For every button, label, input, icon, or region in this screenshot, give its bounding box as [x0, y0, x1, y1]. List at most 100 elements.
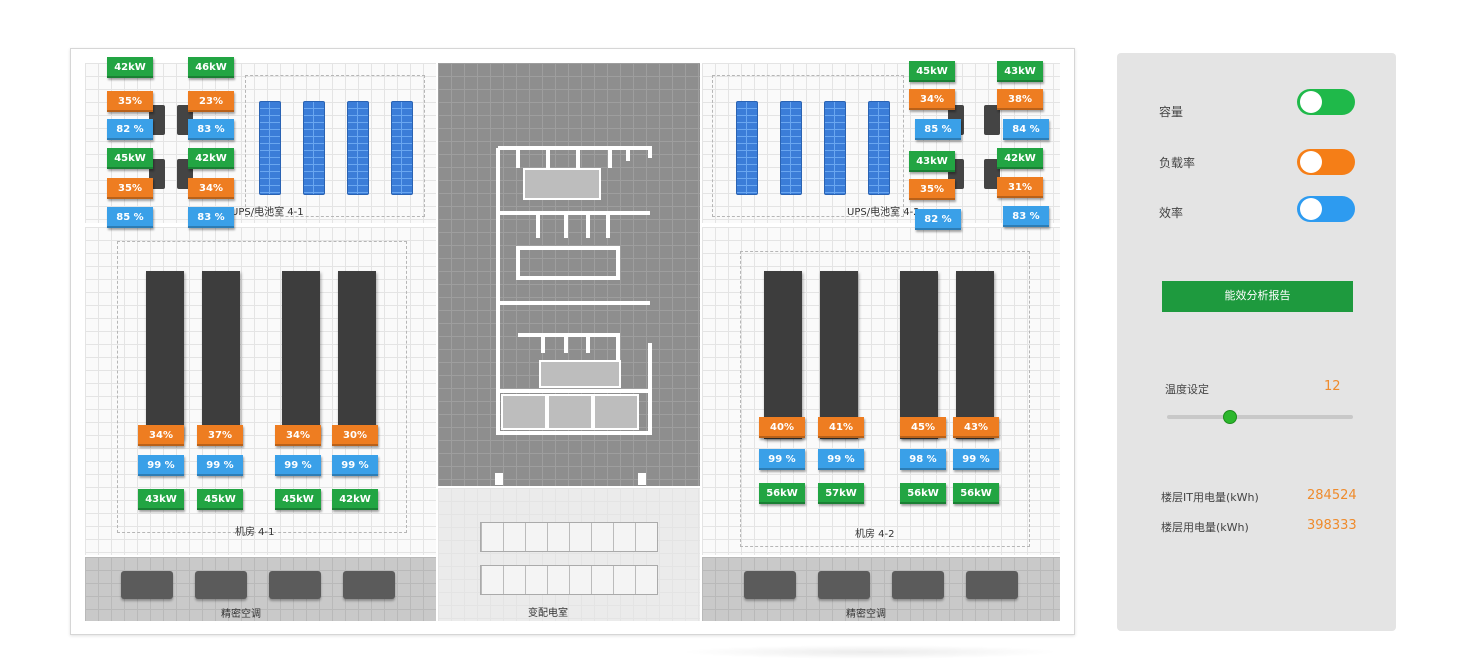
- rack-capacity-badge[interactable]: 56kW: [759, 483, 805, 504]
- energy-report-button[interactable]: 能效分析报告: [1162, 281, 1353, 312]
- data-room-right: 机房 4-2: [702, 227, 1060, 555]
- rack-efficiency-badge[interactable]: 99 %: [197, 455, 243, 476]
- crac-unit[interactable]: [195, 571, 247, 599]
- ups-efficiency-badge[interactable]: 83 %: [188, 207, 234, 228]
- ups-capacity-badge[interactable]: 46kW: [188, 57, 234, 78]
- ups-capacity-badge[interactable]: 42kW: [188, 148, 234, 169]
- rack-efficiency-badge[interactable]: 99 %: [332, 455, 378, 476]
- rack-capacity-badge[interactable]: 57kW: [818, 483, 864, 504]
- ups-efficiency-badge[interactable]: 82 %: [915, 209, 961, 230]
- rack-load-badge[interactable]: 45%: [900, 417, 946, 438]
- battery-rack[interactable]: [824, 101, 846, 195]
- ups-load-badge[interactable]: 35%: [107, 178, 153, 199]
- rack-efficiency-badge[interactable]: 99 %: [953, 449, 999, 470]
- crac-unit[interactable]: [269, 571, 321, 599]
- server-rack[interactable]: [764, 271, 802, 439]
- crac-unit[interactable]: [818, 571, 870, 599]
- rack-load-badge[interactable]: 37%: [197, 425, 243, 446]
- ups-capacity-badge[interactable]: 43kW: [909, 151, 955, 172]
- load-rate-toggle-label: 负载率: [1159, 156, 1196, 170]
- slider-thumb[interactable]: [1223, 410, 1237, 424]
- ups-load-badge[interactable]: 38%: [997, 89, 1043, 110]
- substation-label: 变配电室: [528, 608, 568, 619]
- rack-capacity-badge[interactable]: 45kW: [275, 489, 321, 510]
- crac-unit[interactable]: [343, 571, 395, 599]
- ups-right-boundary: [712, 75, 904, 217]
- server-rack[interactable]: [282, 271, 320, 439]
- server-rack[interactable]: [146, 271, 184, 439]
- rack-capacity-badge[interactable]: 45kW: [197, 489, 243, 510]
- efficiency-toggle[interactable]: [1297, 196, 1355, 222]
- toggle-knob: [1300, 91, 1322, 113]
- load-rate-toggle[interactable]: [1297, 149, 1355, 175]
- rack-efficiency-badge[interactable]: 98 %: [900, 449, 946, 470]
- battery-rack[interactable]: [391, 101, 413, 195]
- crac-unit[interactable]: [121, 571, 173, 599]
- rack-capacity-badge[interactable]: 56kW: [900, 483, 946, 504]
- room-right-boundary: [740, 251, 1030, 547]
- ups-capacity-badge[interactable]: 45kW: [909, 61, 955, 82]
- switchgear-row[interactable]: [480, 565, 658, 595]
- server-rack[interactable]: [956, 271, 994, 439]
- ups-load-badge[interactable]: 34%: [909, 89, 955, 110]
- capacity-toggle[interactable]: [1297, 89, 1355, 115]
- rack-efficiency-badge[interactable]: 99 %: [275, 455, 321, 476]
- server-rack[interactable]: [202, 271, 240, 439]
- battery-rack[interactable]: [868, 101, 890, 195]
- server-rack[interactable]: [338, 271, 376, 439]
- capacity-toggle-label: 容量: [1159, 105, 1184, 119]
- rack-capacity-badge[interactable]: 43kW: [138, 489, 184, 510]
- ups-load-badge[interactable]: 34%: [188, 178, 234, 199]
- battery-rack[interactable]: [259, 101, 281, 195]
- temperature-slider[interactable]: [1167, 410, 1353, 424]
- ups-left-label: UPS/电池室 4-1: [231, 207, 304, 218]
- core-floorplan: [495, 146, 652, 485]
- ups-efficiency-badge[interactable]: 84 %: [1003, 119, 1049, 140]
- ups-cabinet: [984, 159, 1000, 189]
- ups-cabinet: [149, 105, 165, 135]
- ups-efficiency-badge[interactable]: 83 %: [188, 119, 234, 140]
- crac-unit[interactable]: [744, 571, 796, 599]
- rack-load-badge[interactable]: 34%: [275, 425, 321, 446]
- switchgear-row[interactable]: [480, 522, 658, 552]
- rack-efficiency-badge[interactable]: 99 %: [138, 455, 184, 476]
- decorative-shadow: [680, 645, 1060, 659]
- ups-capacity-badge[interactable]: 42kW: [997, 148, 1043, 169]
- ups-capacity-badge[interactable]: 43kW: [997, 61, 1043, 82]
- ups-efficiency-badge[interactable]: 83 %: [1003, 206, 1049, 227]
- rack-load-badge[interactable]: 40%: [759, 417, 805, 438]
- rack-capacity-badge[interactable]: 42kW: [332, 489, 378, 510]
- server-rack[interactable]: [900, 271, 938, 439]
- ups-right-label: UPS/电池室 4-2: [847, 207, 920, 218]
- rack-load-badge[interactable]: 41%: [818, 417, 864, 438]
- ups-load-badge[interactable]: 35%: [909, 179, 955, 200]
- ups-efficiency-badge[interactable]: 85 %: [107, 207, 153, 228]
- ups-cabinet: [149, 159, 165, 189]
- rack-load-badge[interactable]: 34%: [138, 425, 184, 446]
- ups-capacity-badge[interactable]: 42kW: [107, 57, 153, 78]
- ups-efficiency-badge[interactable]: 82 %: [107, 119, 153, 140]
- ups-load-badge[interactable]: 23%: [188, 91, 234, 112]
- room-left-boundary: [117, 241, 407, 533]
- crac-unit[interactable]: [892, 571, 944, 599]
- crac-unit[interactable]: [966, 571, 1018, 599]
- ups-load-badge[interactable]: 35%: [107, 91, 153, 112]
- ups-efficiency-badge[interactable]: 85 %: [915, 119, 961, 140]
- server-rack[interactable]: [820, 271, 858, 439]
- rack-capacity-badge[interactable]: 56kW: [953, 483, 999, 504]
- ups-room-right: UPS/电池室 4-2: [702, 63, 1060, 223]
- rack-load-badge[interactable]: 30%: [332, 425, 378, 446]
- rack-efficiency-badge[interactable]: 99 %: [818, 449, 864, 470]
- crac-right-label: 精密空调: [846, 609, 886, 620]
- ups-cabinet: [984, 105, 1000, 135]
- battery-rack[interactable]: [736, 101, 758, 195]
- floor-plan: UPS/电池室 4-1: [70, 48, 1075, 635]
- ups-room-left: UPS/电池室 4-1: [85, 63, 436, 223]
- battery-rack[interactable]: [347, 101, 369, 195]
- rack-load-badge[interactable]: 43%: [953, 417, 999, 438]
- battery-rack[interactable]: [780, 101, 802, 195]
- rack-efficiency-badge[interactable]: 99 %: [759, 449, 805, 470]
- battery-rack[interactable]: [303, 101, 325, 195]
- ups-capacity-badge[interactable]: 45kW: [107, 148, 153, 169]
- ups-load-badge[interactable]: 31%: [997, 177, 1043, 198]
